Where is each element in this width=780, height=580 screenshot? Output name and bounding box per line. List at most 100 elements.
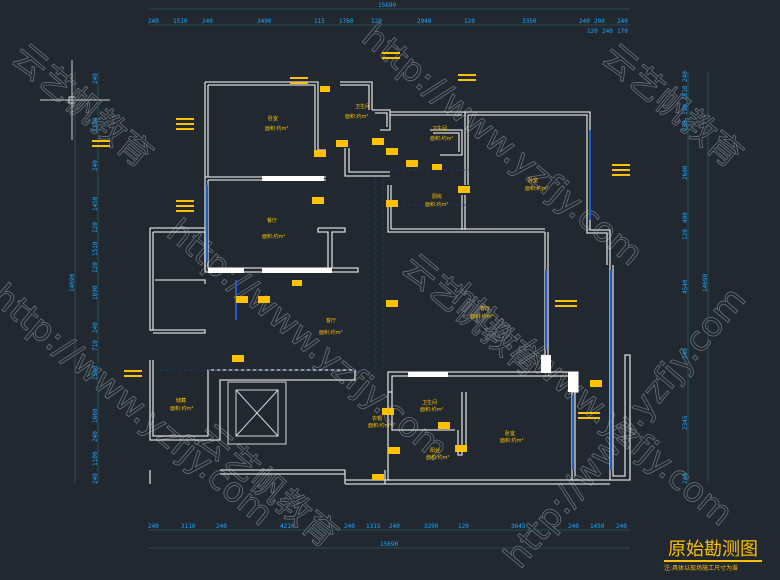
room-name: 衣帽 xyxy=(372,415,382,422)
dimension-label: 240 xyxy=(148,18,159,25)
dimension-label: 120 xyxy=(371,18,382,25)
dimension-label: 2130 xyxy=(92,117,99,132)
dimension-label: 240 xyxy=(92,73,99,84)
annotation-tags xyxy=(92,52,630,480)
dimension-label: 120 xyxy=(464,18,475,25)
watermark-brand: 云艺帆教育 xyxy=(4,36,160,176)
dimension-label: 3350 xyxy=(522,18,537,25)
dimension-label: 710 xyxy=(92,340,99,351)
room-area: 面积:约m² xyxy=(430,135,454,142)
window xyxy=(541,355,551,373)
dimension-label: 3290 xyxy=(424,523,439,530)
room-name: 储藏 xyxy=(176,397,186,404)
dimension-label: 240 xyxy=(92,473,99,484)
watermarks: http://www.yzfjy.com http://www.yzfjy.co… xyxy=(0,16,754,576)
room-area: 面积:约m² xyxy=(319,329,343,336)
room-area: 面积:约m² xyxy=(500,437,524,444)
dimension-label: 240 xyxy=(617,18,628,25)
dimension-label: 200 xyxy=(594,18,605,25)
room-name: 餐厅 xyxy=(267,217,277,224)
dimension-label: 120 xyxy=(682,229,689,240)
room-area: 面积:约m² xyxy=(525,185,549,192)
room-area: 面积:约m² xyxy=(265,125,289,132)
dimension-label: 4540 xyxy=(682,279,689,294)
dimension-label: 240 xyxy=(344,523,355,530)
dimension-label: 120 xyxy=(92,262,99,273)
dimension-label: 4210 xyxy=(280,523,295,530)
dimension-label: 3645 xyxy=(511,523,526,530)
watermark-brand: 云艺帆教育 xyxy=(594,36,750,176)
dim-total: 14690 xyxy=(702,274,709,292)
dimension-label: 240 xyxy=(682,473,689,484)
dimension-label: 120 xyxy=(682,104,689,115)
room-area: 面积:约m² xyxy=(170,405,194,412)
dim-total: 14690 xyxy=(69,274,76,292)
elevator-shaft xyxy=(227,381,287,445)
dimension-label: 240 xyxy=(682,71,689,82)
dimension-label: 2600 xyxy=(682,165,689,180)
window xyxy=(262,176,324,181)
room-area: 面积:约m² xyxy=(420,406,444,413)
dimension-label: 120 xyxy=(458,523,469,530)
dimension-label: 240 xyxy=(389,523,400,530)
drawing-subtitle: 注:具体以现场施工尺寸为准 xyxy=(664,565,739,572)
dimension-label: 480 xyxy=(682,212,689,223)
dimension-label: 1510 xyxy=(173,18,188,25)
room-name: 卧室 xyxy=(505,430,515,437)
dimension-label: 2345 xyxy=(682,415,689,430)
dimension-label: 240 xyxy=(568,523,579,530)
dim-total: 15690 xyxy=(380,541,398,548)
bottom-dimensions: 240 3110 240 4210 240 1315 240 3290 120 … xyxy=(148,523,627,548)
window xyxy=(408,372,448,377)
room-area: 面积:约m² xyxy=(368,422,392,429)
room-name: 阳台 xyxy=(430,447,440,454)
dimension-label: 240 xyxy=(92,160,99,171)
dimension-label: 250 xyxy=(682,120,689,131)
dimension-label: 240 xyxy=(92,322,99,333)
watermark-url: http://www.yzfjy.com xyxy=(0,276,281,534)
dimension-label: 120 xyxy=(587,28,598,35)
dimension-label: 1315 xyxy=(366,523,381,530)
room-name: 卫生间 xyxy=(432,125,447,132)
dim-total: 15690 xyxy=(378,2,396,9)
window xyxy=(208,268,244,273)
dimension-label: 1760 xyxy=(339,18,354,25)
room-name: 卧室 xyxy=(528,177,538,184)
dimension-label: 3110 xyxy=(181,523,196,530)
room-name: 卫生间 xyxy=(355,103,370,110)
left-dimensions: 14690 240 2130 240 1450 120 1510 120 169… xyxy=(69,73,99,484)
dimension-label: 240 xyxy=(616,523,627,530)
dimension-label: 240 xyxy=(202,18,213,25)
dimension-label: 1450 xyxy=(92,196,99,211)
room-area: 面积:约m² xyxy=(426,454,450,461)
right-dimensions: 240 1510 120 250 2600 480 120 4540 240 2… xyxy=(682,71,709,484)
dimension-label: 240 xyxy=(682,348,689,359)
dimension-label: 1660 xyxy=(92,408,99,423)
window xyxy=(568,372,578,392)
room-area: 面积:约m² xyxy=(425,201,449,208)
dimension-label: 240 xyxy=(148,523,159,530)
window xyxy=(262,268,332,273)
windows xyxy=(160,130,612,470)
dimension-label: 1100 xyxy=(92,451,99,466)
dimension-label: 115 xyxy=(314,18,325,25)
dimension-label: 2940 xyxy=(417,18,432,25)
room-name: 卫生间 xyxy=(422,399,437,406)
room-name: 客厅 xyxy=(326,317,336,324)
dimension-label: 3490 xyxy=(257,18,272,25)
dimension-label: 1690 xyxy=(92,285,99,300)
drawing-title: 原始勘测图 xyxy=(664,540,762,562)
room-area: 面积:约m² xyxy=(345,113,369,120)
dimension-label: 240 xyxy=(579,18,590,25)
dimension-label: 240 xyxy=(602,28,613,35)
dimension-label: 170 xyxy=(617,28,628,35)
dimension-label: 1510 xyxy=(682,85,689,100)
dimension-label: 240 xyxy=(216,523,227,530)
dimension-label: 1510 xyxy=(92,241,99,256)
dimension-label: 240 xyxy=(92,431,99,442)
dimension-label: 120 xyxy=(92,222,99,233)
dimension-label: 1450 xyxy=(590,523,605,530)
room-area: 面积:约m² xyxy=(262,233,286,240)
top-dimensions: 15690 240 1510 240 3490 115 1760 120 294… xyxy=(148,2,628,35)
